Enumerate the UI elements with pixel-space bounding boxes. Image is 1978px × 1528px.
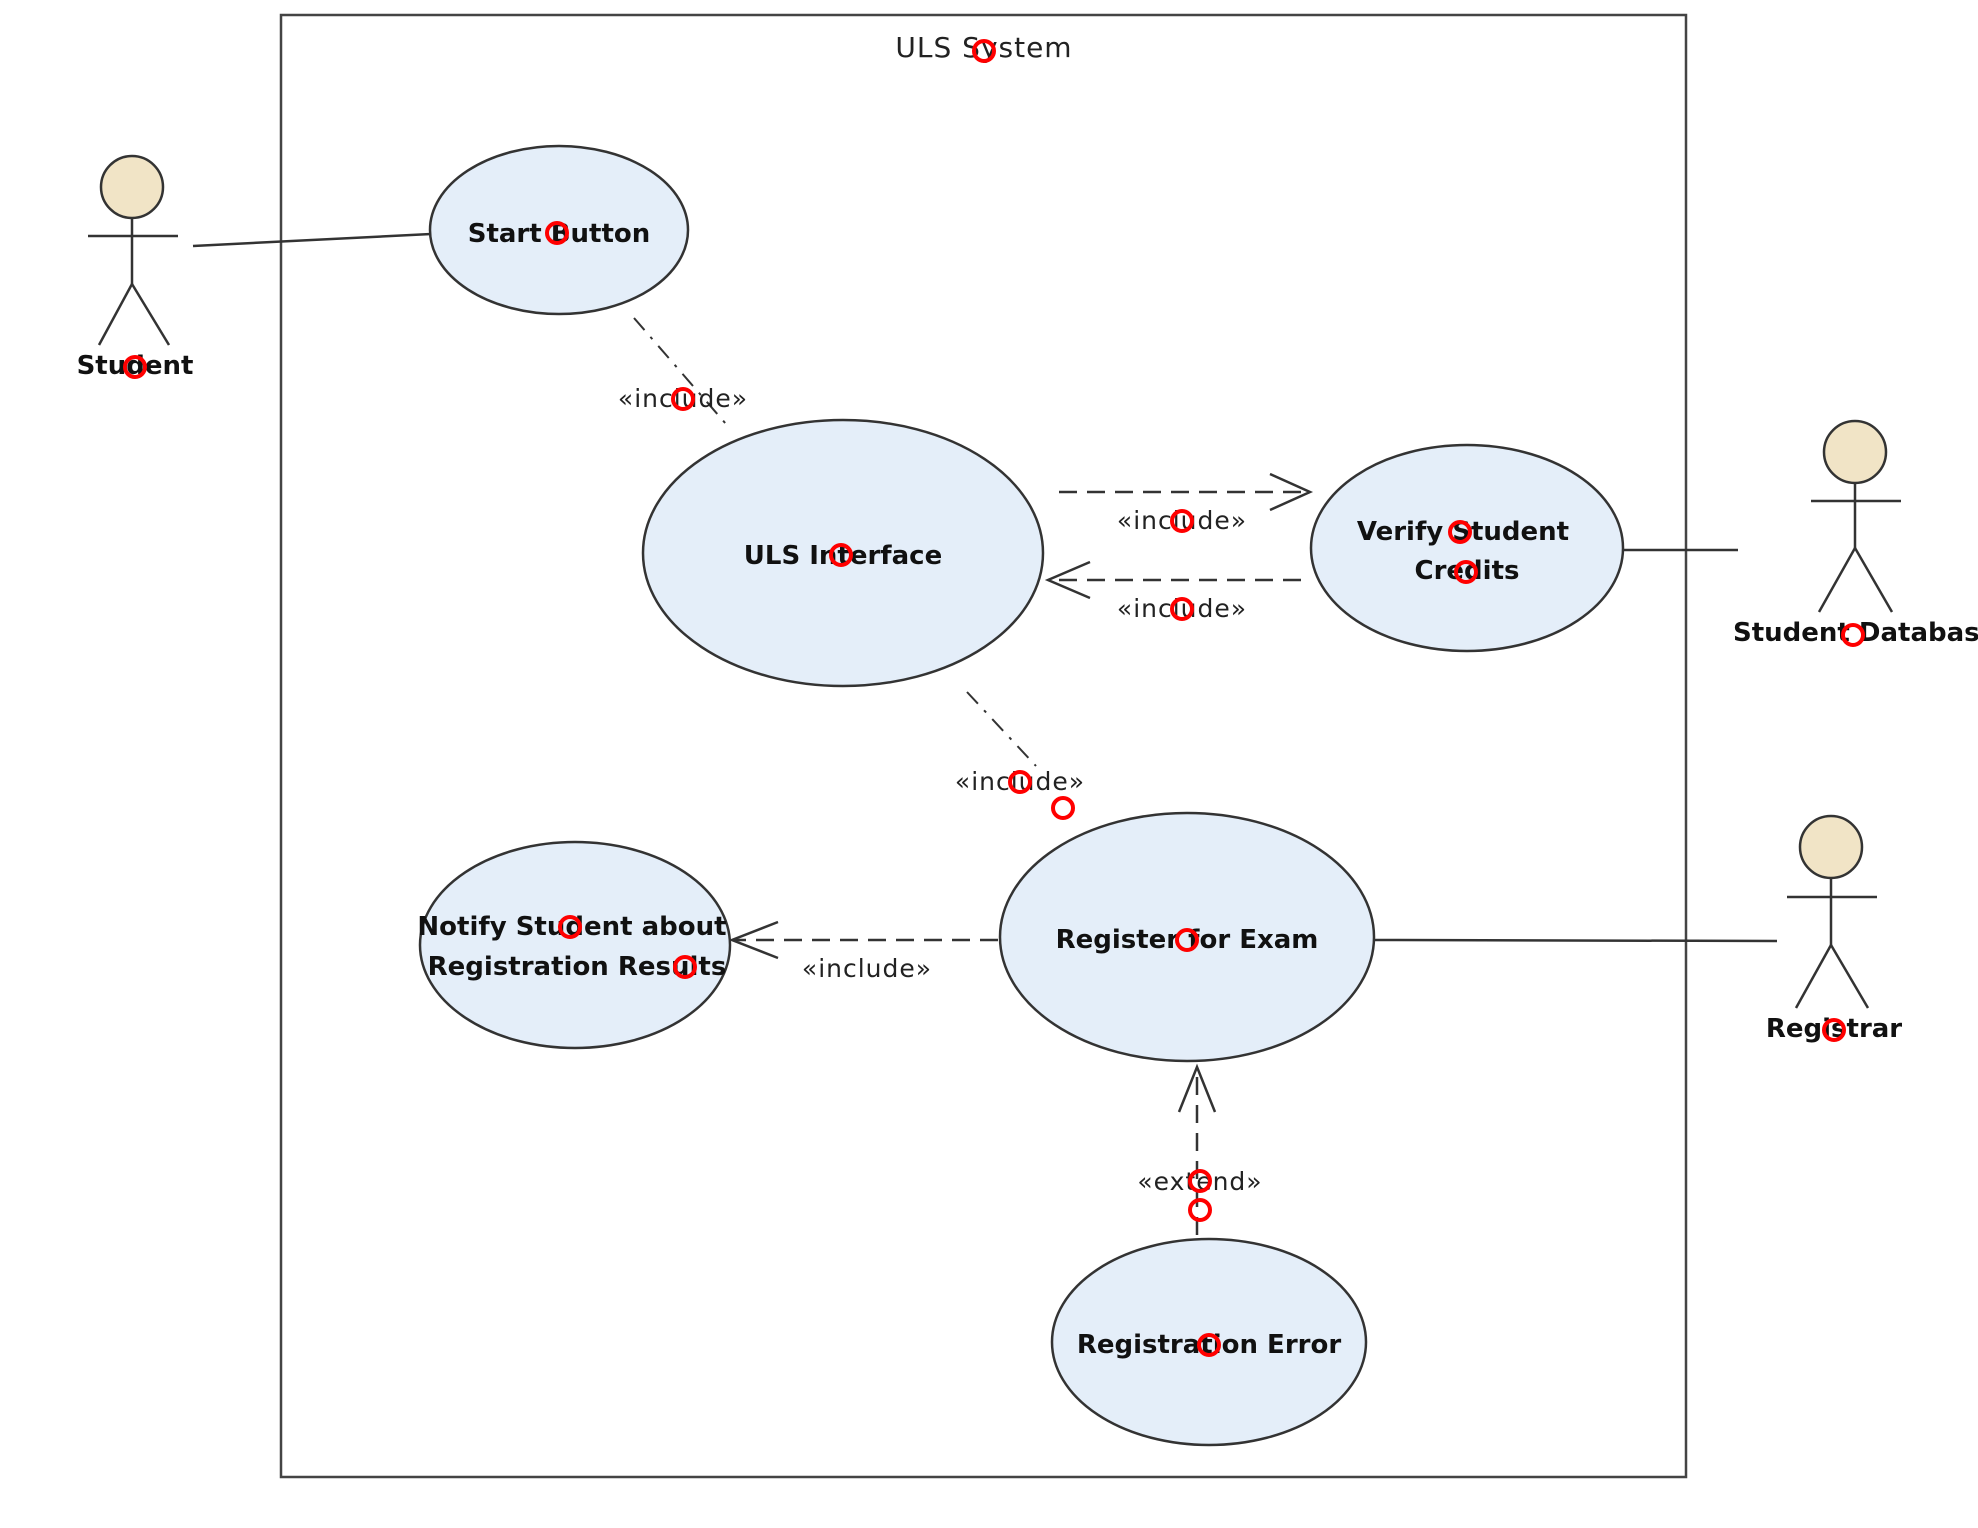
marker-circle	[1170, 509, 1194, 533]
usecase-registration-error[interactable]	[1050, 1237, 1368, 1447]
usecase-start-button[interactable]	[428, 144, 690, 316]
marker-circle	[972, 39, 996, 63]
marker-circle	[829, 543, 853, 567]
actor-student-head-icon	[99, 154, 165, 220]
include-uls-verify-arrowhead	[1269, 472, 1314, 512]
include-register-notify-arrowhead	[728, 920, 779, 960]
marker-circle	[1448, 520, 1472, 544]
marker-circle	[1822, 1018, 1846, 1042]
include-verify-uls-arrowhead	[1044, 560, 1091, 600]
include-start-uls-line	[633, 317, 727, 425]
marker-circle	[1188, 1169, 1212, 1193]
actor-student-database-head-icon	[1822, 419, 1888, 485]
marker-circle	[673, 955, 697, 979]
usecase-notify-student[interactable]	[418, 840, 732, 1050]
marker-circle	[1188, 1198, 1212, 1222]
usecase-verify-credits[interactable]	[1309, 443, 1625, 653]
actor-registrar[interactable]	[1787, 814, 1877, 1009]
usecase-register-exam[interactable]	[998, 811, 1376, 1063]
marker-circle	[1008, 770, 1032, 794]
marker-circle	[123, 355, 147, 379]
usecase-uls-interface[interactable]	[641, 418, 1045, 688]
marker-circle	[1454, 560, 1478, 584]
extend-error-register-arrowhead	[1177, 1063, 1217, 1113]
marker-circle	[545, 221, 569, 245]
marker-circle	[1841, 623, 1865, 647]
marker-circle	[1051, 796, 1075, 820]
marker-overlay	[123, 39, 1865, 1357]
actor-student-database[interactable]	[1811, 419, 1901, 613]
actor-registrar-head-icon	[1798, 814, 1864, 880]
association-student-start	[192, 232, 432, 248]
marker-circle	[1175, 928, 1199, 952]
system-title: ULS System	[895, 31, 1072, 64]
marker-circle	[1197, 1333, 1221, 1357]
marker-circle	[671, 387, 695, 411]
marker-circle	[1170, 597, 1194, 621]
marker-circle	[558, 915, 582, 939]
include-uls-register-line	[966, 691, 1037, 767]
include-register-notify-label: «include»	[802, 954, 932, 983]
actor-student[interactable]	[88, 154, 178, 346]
association-register-registrar	[1374, 938, 1778, 943]
